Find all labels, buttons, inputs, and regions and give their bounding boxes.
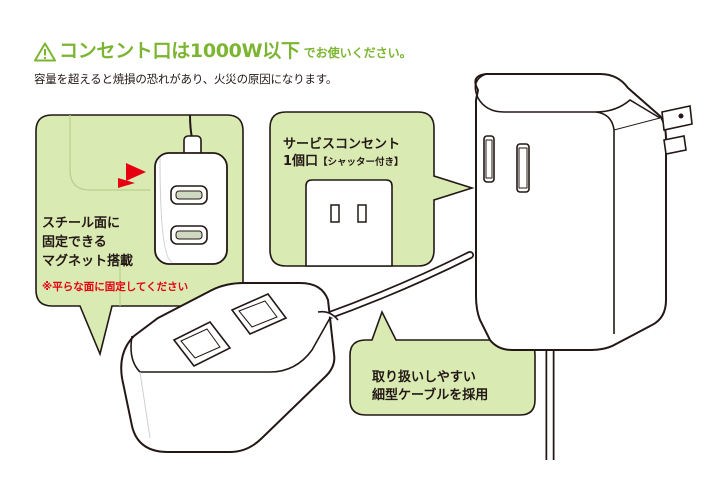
- cable-label-line1: 取り扱いしやすい: [372, 370, 476, 385]
- service-outlet-subtitle: 1個口【シャッター付き】: [283, 150, 404, 169]
- service-outlet-shutter-note: 【シャッター付き】: [318, 157, 404, 168]
- warning-triangle-icon: [34, 42, 56, 62]
- magnet-label-line3: マグネット搭載: [42, 254, 134, 269]
- cable-label-line2: 細型ケーブルを採用: [372, 388, 489, 403]
- warning-main-text: コンセント口は1000W以下: [59, 40, 300, 62]
- mini-tap-body: [154, 152, 228, 265]
- wall-adapter: [474, 73, 693, 351]
- red-arrow-icon: [118, 178, 135, 188]
- red-arrow-icon: [126, 163, 146, 181]
- magnet-label-line2: 固定できる: [42, 235, 107, 250]
- warning-headline: コンセント口は1000W以下 でお使いください。: [34, 40, 412, 62]
- service-outlet-count: 1個口: [283, 154, 319, 169]
- magnet-label-line1: スチール面に: [42, 216, 121, 231]
- magnet-note: ※平らな面に固定してください: [42, 281, 189, 293]
- warning-suffix-text: でお使いください。: [303, 46, 412, 60]
- service-outlet-title: サービスコンセント: [283, 137, 401, 152]
- warning-subtext: 容量を超えると焼損の恐れがあり、火災の原因になります。: [34, 72, 338, 86]
- power-tap: [120, 282, 339, 453]
